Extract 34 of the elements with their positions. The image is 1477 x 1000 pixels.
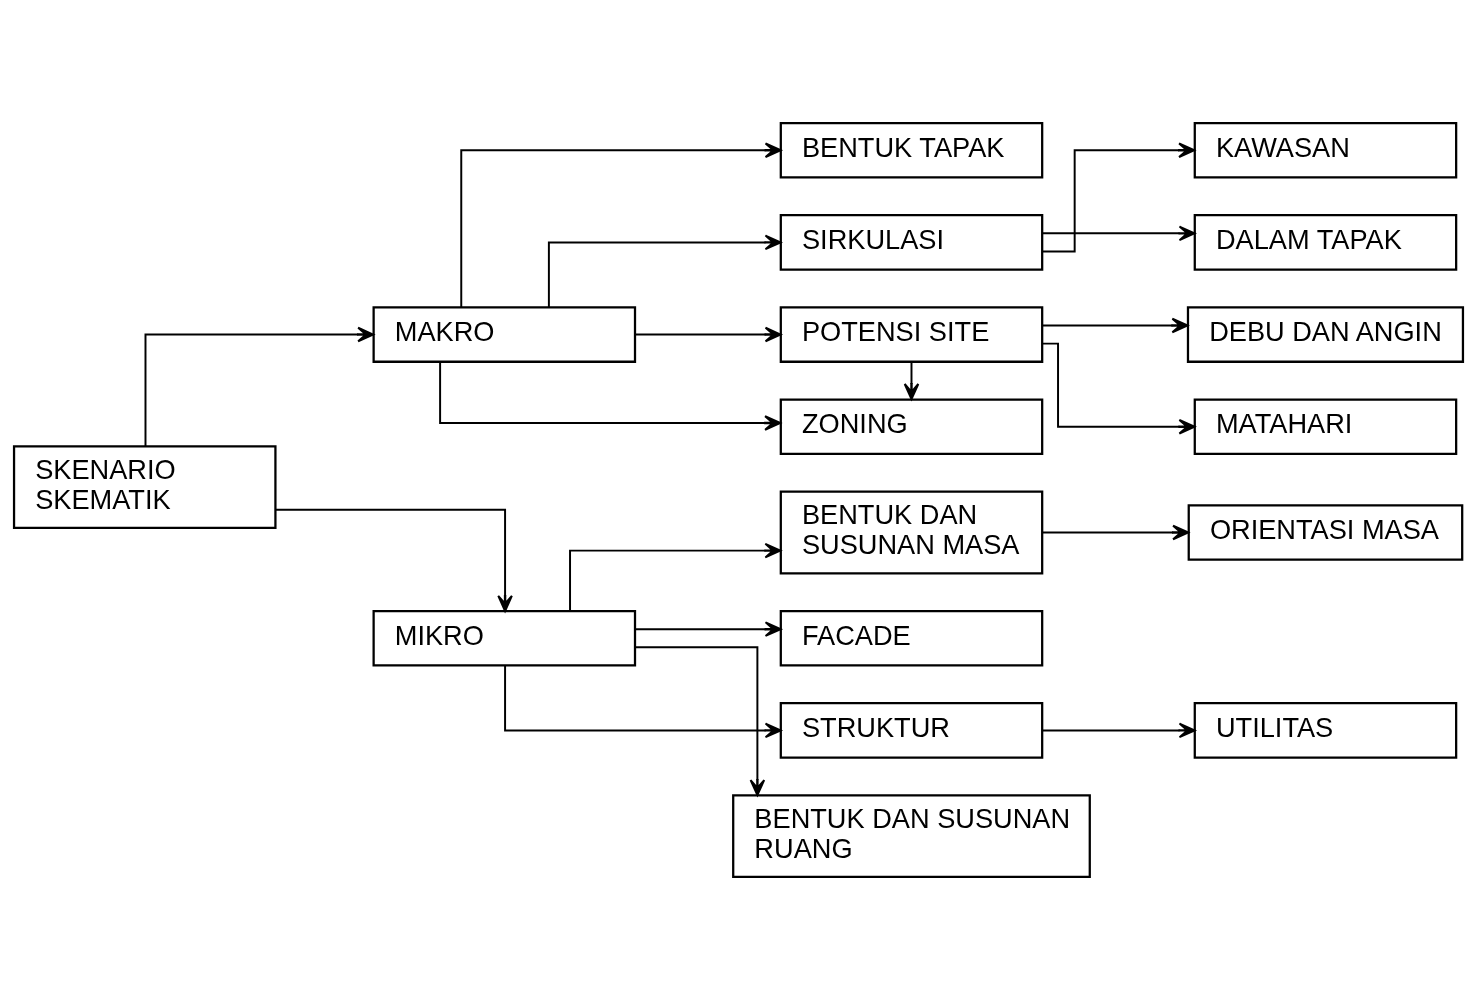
arrow [1041,225,1196,242]
node-box: UTILITAS [1193,702,1458,759]
node-box: BENTUK TAPAK [779,121,1044,179]
arrow [504,664,782,739]
node-box: KAWASAN [1193,121,1458,179]
node-box: BENTUK DAN SUSUNAN RUANG [732,794,1091,879]
arrow [144,326,375,448]
arrow [634,646,766,797]
arrow [274,508,513,612]
arrow [634,326,782,343]
arrow [1041,722,1196,739]
node-box: MIKRO [372,609,637,667]
arrow [634,621,782,637]
node-box: ZONING [779,398,1044,456]
node-box: DEBU DAN ANGIN [1186,306,1465,363]
arrow [1041,317,1189,334]
arrow [1041,342,1196,435]
node-box: POTENSI SITE [779,306,1044,363]
node-box: MAKRO [372,306,637,363]
arrow [1041,142,1196,253]
arrow [547,234,782,308]
node-box: DALAM TAPAK [1193,214,1458,271]
arrow [569,542,782,612]
node-box: ORIENTASI MASA [1187,504,1464,561]
node-box: BENTUK DAN SUSUNAN MASA [779,490,1044,575]
arrow [439,361,782,431]
node-box: STRUKTUR [779,702,1044,759]
node-box: SKENARIO SKEMATIK [12,445,277,530]
node-box: SIRKULASI [779,214,1044,271]
arrow [1041,524,1190,541]
arrow [903,361,920,401]
arrow [460,142,782,309]
node-box: MATAHARI [1193,398,1458,456]
node-box: FACADE [779,609,1044,667]
